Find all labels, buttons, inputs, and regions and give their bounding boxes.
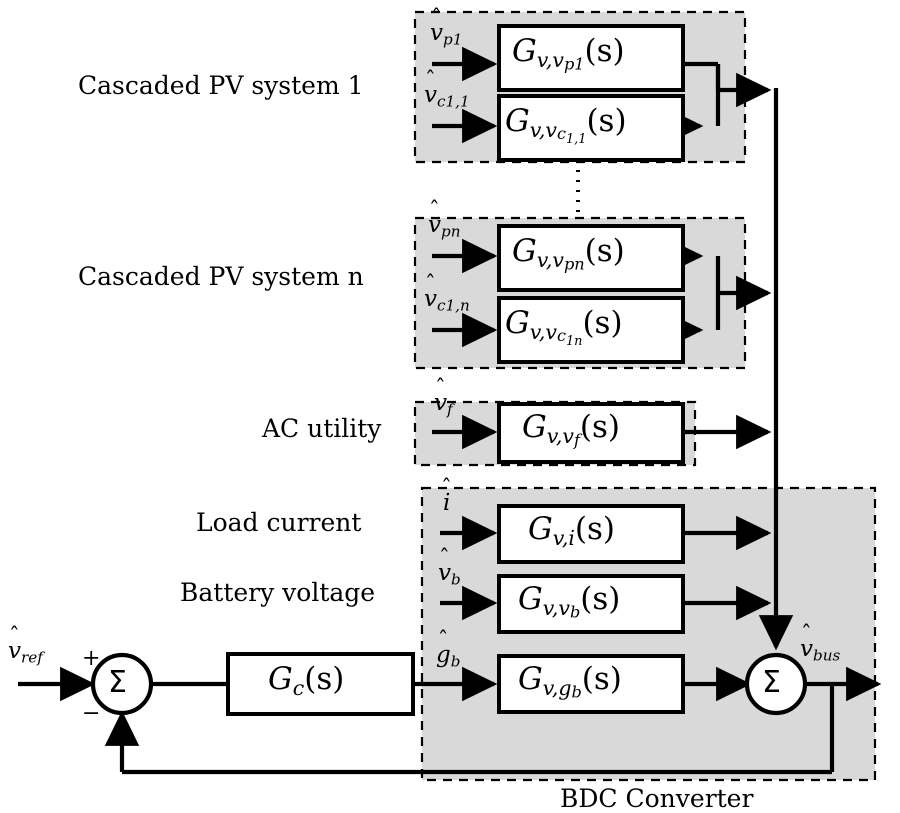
block-rect-g-v-vb bbox=[497, 574, 685, 634]
block-label-g-v-vb: Gv,vb(s) bbox=[518, 581, 621, 622]
block-label-g-v-vpn: Gv,vpn(s) bbox=[512, 233, 625, 274]
error-summing-junction-circle bbox=[90, 652, 154, 716]
label-load-current: Load current bbox=[196, 508, 362, 537]
block-rect-g-c bbox=[226, 652, 415, 716]
hat-glyph-v-ref: ˆ bbox=[8, 624, 20, 650]
hat-glyph-g-b: ˆ bbox=[437, 628, 449, 654]
label-battery-voltage: Battery voltage bbox=[180, 578, 376, 607]
label-ac-utility: AC utility bbox=[262, 414, 382, 443]
plus-sign-error-summer: + bbox=[82, 646, 101, 671]
block-label-g-v-vc1n: Gv,vc1n(s) bbox=[505, 305, 623, 350]
hat-glyph-v-f: ˆ bbox=[434, 376, 446, 402]
output-summing-junction-circle bbox=[744, 652, 808, 716]
block-rect-g-v-vf bbox=[497, 402, 685, 464]
block-label-g-v-vp1: Gv,vp1(s) bbox=[512, 33, 625, 74]
hat-glyph-v-c1n: ˆ bbox=[424, 272, 436, 298]
block-rect-g-v-vp1 bbox=[497, 24, 685, 92]
label-cascaded-pv-system-n: Cascaded PV system n bbox=[78, 262, 364, 291]
block-label-g-c: Gc(s) bbox=[268, 661, 345, 701]
block-label-g-v-vf: Gv,vf(s) bbox=[522, 409, 621, 450]
minus-sign-error-summer: − bbox=[82, 701, 101, 726]
hat-glyph-v-pn: ˆ bbox=[428, 198, 440, 224]
block-label-g-v-gb: Gv,gb(s) bbox=[518, 661, 622, 702]
hat-glyph-v-bus: ˆ bbox=[800, 622, 812, 648]
hat-glyph-i: ˆ bbox=[440, 476, 452, 502]
hat-glyph-v-c11: ˆ bbox=[424, 68, 436, 94]
hat-glyph-v-b: ˆ bbox=[438, 546, 450, 572]
block-rect-g-v-i bbox=[497, 504, 685, 564]
block-label-g-v-vc11: Gv,vc1,1(s) bbox=[505, 103, 627, 148]
block-rect-g-v-gb bbox=[497, 654, 685, 714]
block-label-g-v-i: Gv,i(s) bbox=[528, 511, 616, 551]
error-summing-junction-sigma: Σ bbox=[108, 665, 127, 700]
block-rect-g-v-vc11 bbox=[497, 94, 685, 162]
label-cascaded-pv-system-1: Cascaded PV system 1 bbox=[78, 71, 364, 100]
block-rect-g-v-vpn bbox=[497, 224, 685, 292]
block-rect-g-v-vc1n bbox=[497, 296, 685, 364]
hat-glyph-v-p1: ˆ bbox=[430, 6, 442, 32]
label-bdc-converter: BDC Converter bbox=[560, 784, 754, 813]
output-summing-junction-sigma: Σ bbox=[762, 665, 781, 700]
